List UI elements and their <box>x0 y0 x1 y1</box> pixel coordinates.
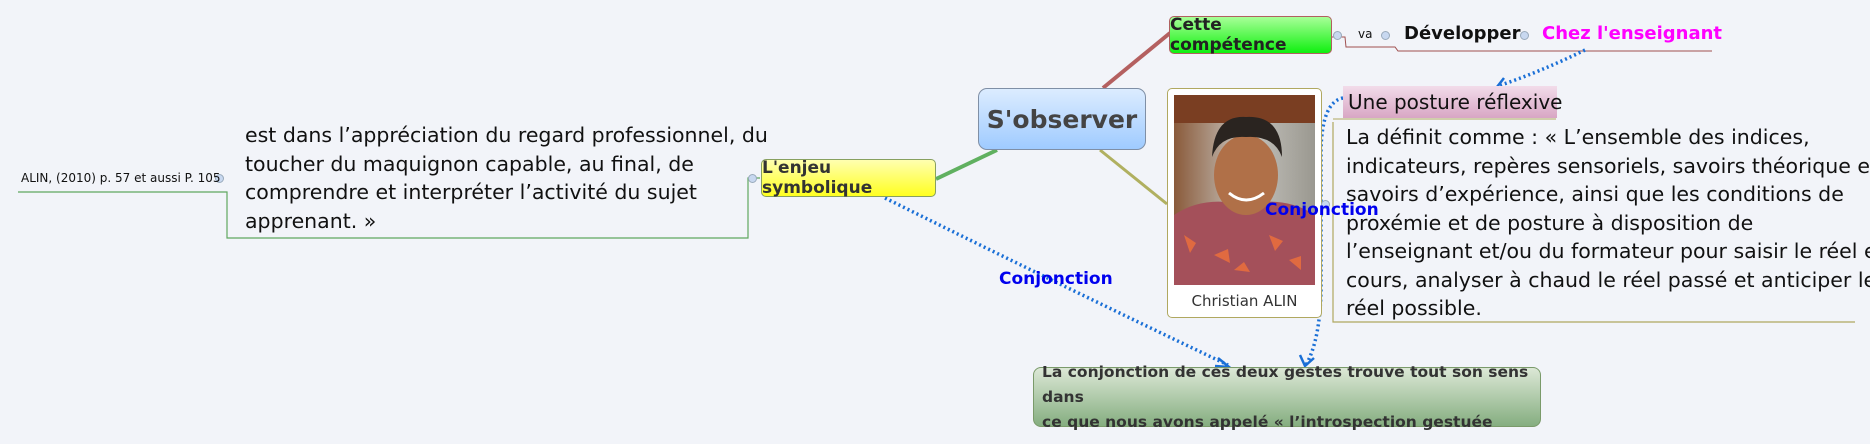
arrowhead-icon <box>1298 354 1315 369</box>
collapse-icon[interactable] <box>1381 31 1390 40</box>
relation-enjeu-to-bottom <box>884 196 1229 367</box>
text-line: ce que nous avons appelé « l’introspecti… <box>1042 412 1493 431</box>
collapse-icon[interactable] <box>1321 200 1330 209</box>
text-line: l’enseignant et/ou du formateur pour sai… <box>1346 239 1870 263</box>
text-line: est dans l’appréciation du regard profes… <box>245 123 768 147</box>
branch-line-left <box>935 148 998 181</box>
central-topic[interactable]: S'observer <box>978 88 1146 150</box>
outline-definition <box>1332 122 1855 323</box>
topic-conjonction-summary[interactable]: La conjonction de ces deux gestes trouve… <box>1033 363 1541 431</box>
topic-developper[interactable]: Développer <box>1404 23 1521 44</box>
topic-citation[interactable]: ALIN, (2010) p. 57 et aussi P. 105 <box>21 171 221 185</box>
text-line: indicateurs, repères sensoriels, savoirs… <box>1346 153 1870 178</box>
relation-label-left[interactable]: Conjonction <box>999 269 1113 289</box>
text-line: toucher du maquignon capable, au final, … <box>245 151 694 176</box>
collapse-icon[interactable] <box>1333 31 1342 40</box>
text-line: apprenant. » <box>245 208 377 233</box>
collapse-icon[interactable] <box>748 174 757 183</box>
definition-text[interactable]: La définit comme : « L’ensemble des indi… <box>1346 123 1870 323</box>
branch-line-top <box>1101 31 1172 90</box>
text-line: La définit comme : « L’ensemble des indi… <box>1346 125 1810 149</box>
topic-posture-reflexive[interactable]: Une posture réflexive <box>1343 86 1562 118</box>
text-line: savoirs d’expérience, ainsi que les cond… <box>1346 182 1844 206</box>
collapse-icon[interactable] <box>215 174 224 183</box>
topic-chez-enseignant[interactable]: Chez l'enseignant <box>1542 23 1723 44</box>
relation-target-to-posture <box>1497 48 1586 88</box>
topic-cette-competence[interactable]: Cette compétence <box>1169 15 1332 55</box>
topic-enjeu-symbolique[interactable]: L'enjeu symbolique <box>761 158 936 198</box>
text-line: réel possible. <box>1346 296 1482 320</box>
text-line: comprendre et interpréter l’activité du … <box>245 180 697 204</box>
text-line: proxémie et de posture à disposition de <box>1346 210 1754 235</box>
topic-va[interactable]: va <box>1358 27 1373 41</box>
relation-label-right[interactable]: Conjonction <box>1265 200 1379 220</box>
photo-topic[interactable]: Christian ALIN <box>1167 88 1322 318</box>
collapse-icon[interactable] <box>1520 31 1529 40</box>
branch-line-right <box>1099 148 1168 206</box>
text-line: cours, analyser à chaud le réel passé et… <box>1346 267 1870 292</box>
photo-caption: Christian ALIN <box>1191 292 1298 310</box>
enjeu-text[interactable]: est dans l’appréciation du regard profes… <box>245 121 768 235</box>
text-line: La conjonction de ces deux gestes trouve… <box>1042 362 1529 406</box>
underline-top-branch <box>1332 36 1712 52</box>
portrait-image <box>1174 95 1315 285</box>
